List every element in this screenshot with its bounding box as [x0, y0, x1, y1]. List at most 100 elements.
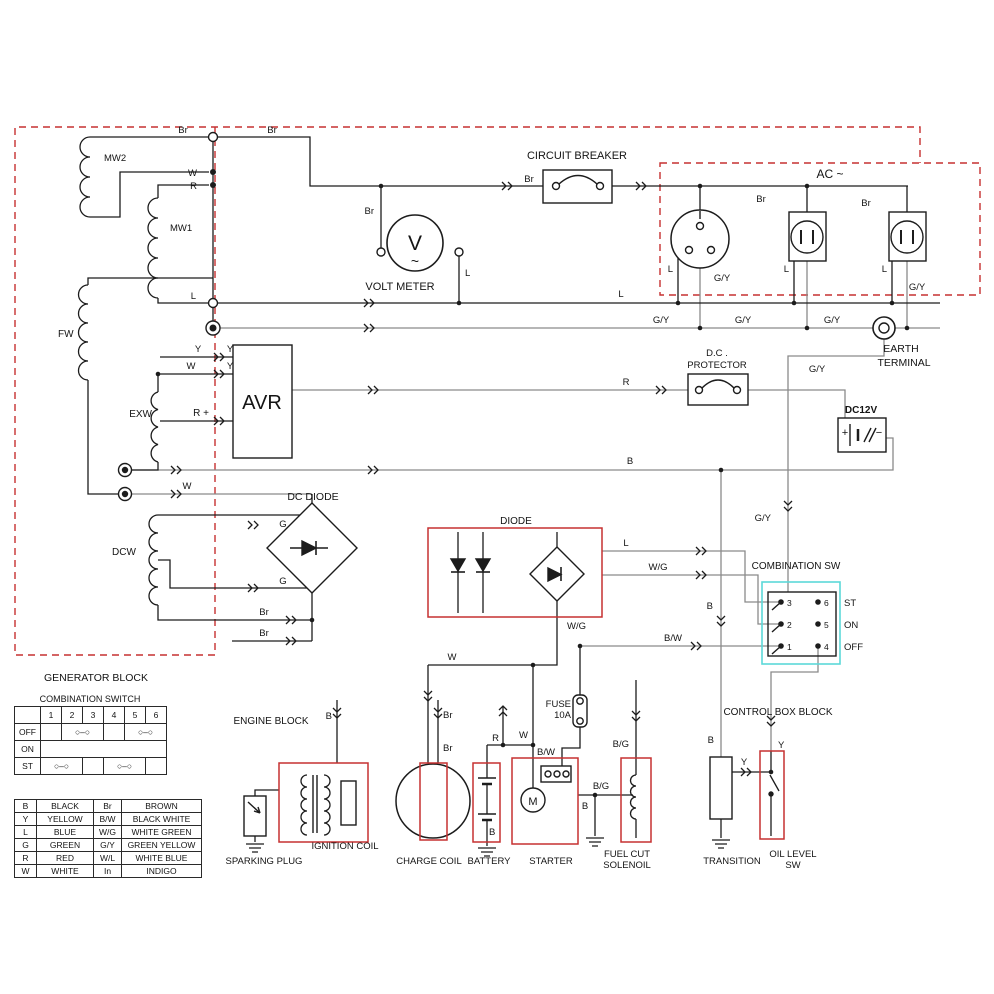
- wire-label: W: [448, 652, 457, 663]
- wire-label: W: [519, 730, 528, 741]
- switch-cell: [103, 723, 125, 741]
- starter-solenoid-terminal1: [544, 770, 552, 778]
- wire-label: G/Y: [809, 364, 826, 375]
- combination-sw-title: COMBINATION SW: [752, 561, 841, 572]
- wire-label: Br: [259, 628, 269, 639]
- wire-label: Br: [365, 206, 375, 217]
- wire-label: W/G: [649, 562, 668, 573]
- mw1-coil: [147, 197, 159, 299]
- switch-cell: [40, 723, 62, 741]
- table-row-off: OFF ○–○ ○–○: [14, 723, 167, 741]
- wire-label: B: [627, 456, 633, 467]
- wire-label: G/Y: [755, 513, 772, 524]
- contact-1: 1: [787, 642, 792, 652]
- transition-box: [709, 756, 733, 820]
- volt-meter-v: V: [408, 232, 422, 255]
- color-name: WHITE BLUE: [121, 851, 202, 865]
- color-name: YELLOW: [36, 812, 94, 826]
- l-wire-connector: [207, 297, 219, 309]
- contact-6: 6: [824, 598, 829, 608]
- dc-protector-contact: [701, 379, 735, 389]
- avr-title: AVR: [242, 392, 282, 414]
- dcw-label: DCW: [112, 547, 136, 558]
- exw-coil: [150, 391, 159, 463]
- wire-color-legend-grid: B BLACK Br BROWN Y YELLOW B/W BLACK WHIT…: [14, 799, 202, 878]
- ac-outlet-round-pin2: [684, 245, 694, 255]
- fuse-title-line2: 10A: [554, 710, 572, 721]
- generator-block-boundary: [14, 126, 921, 656]
- wire-label: L: [668, 264, 673, 275]
- wire-label: W: [188, 168, 197, 179]
- dc12v-minus: −: [876, 427, 882, 439]
- table-row-on: ON: [14, 740, 167, 758]
- color-code: G: [14, 838, 37, 852]
- wire-label: Br: [267, 125, 277, 136]
- switch-cell: ○–○: [103, 757, 146, 775]
- wire-label: Br: [443, 743, 453, 754]
- wire-label: B: [582, 801, 588, 812]
- battery-short-plates: [482, 782, 492, 822]
- ac-outlet-3-slots: [900, 230, 914, 244]
- wire-label: L: [465, 268, 470, 279]
- wire-label: W: [183, 481, 192, 492]
- color-name: RED: [36, 851, 94, 865]
- ac-outlet-round: [670, 209, 730, 269]
- battery-box: [472, 762, 501, 843]
- fuel-cut-solenoid-box: [620, 757, 652, 843]
- charge-coil-body: [395, 763, 471, 839]
- row-header: ON: [14, 740, 41, 758]
- mw2-label: MW2: [104, 153, 126, 164]
- dc-diode-title: DC DIODE: [287, 491, 338, 503]
- switch-cell: ○–○: [61, 723, 104, 741]
- wire-label: G: [279, 576, 286, 587]
- dc-protector-title-line2: PROTECTOR: [687, 360, 747, 371]
- starter-motor: [520, 787, 546, 813]
- wire-label: B/G: [613, 739, 629, 750]
- color-name: BLACK WHITE: [121, 812, 202, 826]
- battery-plates: [478, 777, 496, 815]
- ac-outlet-2-slots: [800, 230, 814, 244]
- starter-m: M: [528, 796, 537, 808]
- wire-label: R: [492, 733, 499, 744]
- ignition-core: [312, 775, 318, 833]
- wire-color-legend: B BLACK Br BROWN Y YELLOW B/W BLACK WHIT…: [14, 799, 202, 878]
- wire-label: Y: [741, 757, 748, 768]
- ac-title: AC ~: [816, 167, 843, 181]
- ac-outlet-2-face: [790, 220, 824, 254]
- ground-transition: [712, 839, 730, 849]
- wire-label: Br: [443, 710, 453, 721]
- ground-battery: [478, 847, 496, 857]
- wire-label: L: [191, 291, 196, 302]
- dc12v-cell-slashes: [863, 427, 877, 443]
- wire-label: Br: [756, 194, 766, 205]
- circuit-breaker-terminal-right: [595, 181, 605, 191]
- table-row-st: ST ○–○ ○–○: [14, 757, 167, 775]
- wire-label: B/W: [537, 747, 555, 758]
- avr-box: [232, 344, 293, 459]
- fuse-cap-top: [576, 697, 584, 705]
- dc-protector-terminal-left: [694, 385, 704, 395]
- combination-switch-table: COMBINATION SWITCH 1 2 3 4 5 6 OFF ○–○ ○…: [14, 694, 167, 775]
- gray-wires: [131, 261, 940, 757]
- legend-row: G GREEN G/Y GREEN YELLOW: [14, 838, 202, 852]
- ignition-coil-title: IGNITION COIL: [311, 841, 378, 852]
- mw2-coil: [79, 136, 91, 218]
- exw-label: EXW: [129, 409, 152, 420]
- fuel-cut-title-line1: FUEL CUT: [604, 849, 650, 860]
- b-bullet-connector-inner: [121, 466, 129, 474]
- switch-cell: ○–○: [124, 723, 167, 741]
- volt-meter-terminal-left: [376, 247, 386, 257]
- contact-4: 4: [824, 642, 829, 652]
- col-header: 1: [40, 706, 62, 724]
- wire-label: Y: [227, 344, 234, 355]
- color-code: W: [14, 864, 37, 878]
- volt-meter-dial: [386, 214, 444, 272]
- col-header: 5: [124, 706, 146, 724]
- dc12v-plus: +: [842, 427, 848, 439]
- earth-terminal-title-line1: EARTH: [883, 343, 918, 355]
- wire-label: B: [708, 735, 714, 746]
- gy-bullet-connector-inner: [209, 324, 217, 332]
- diode-title: DIODE: [500, 516, 532, 527]
- color-code: In: [93, 864, 122, 878]
